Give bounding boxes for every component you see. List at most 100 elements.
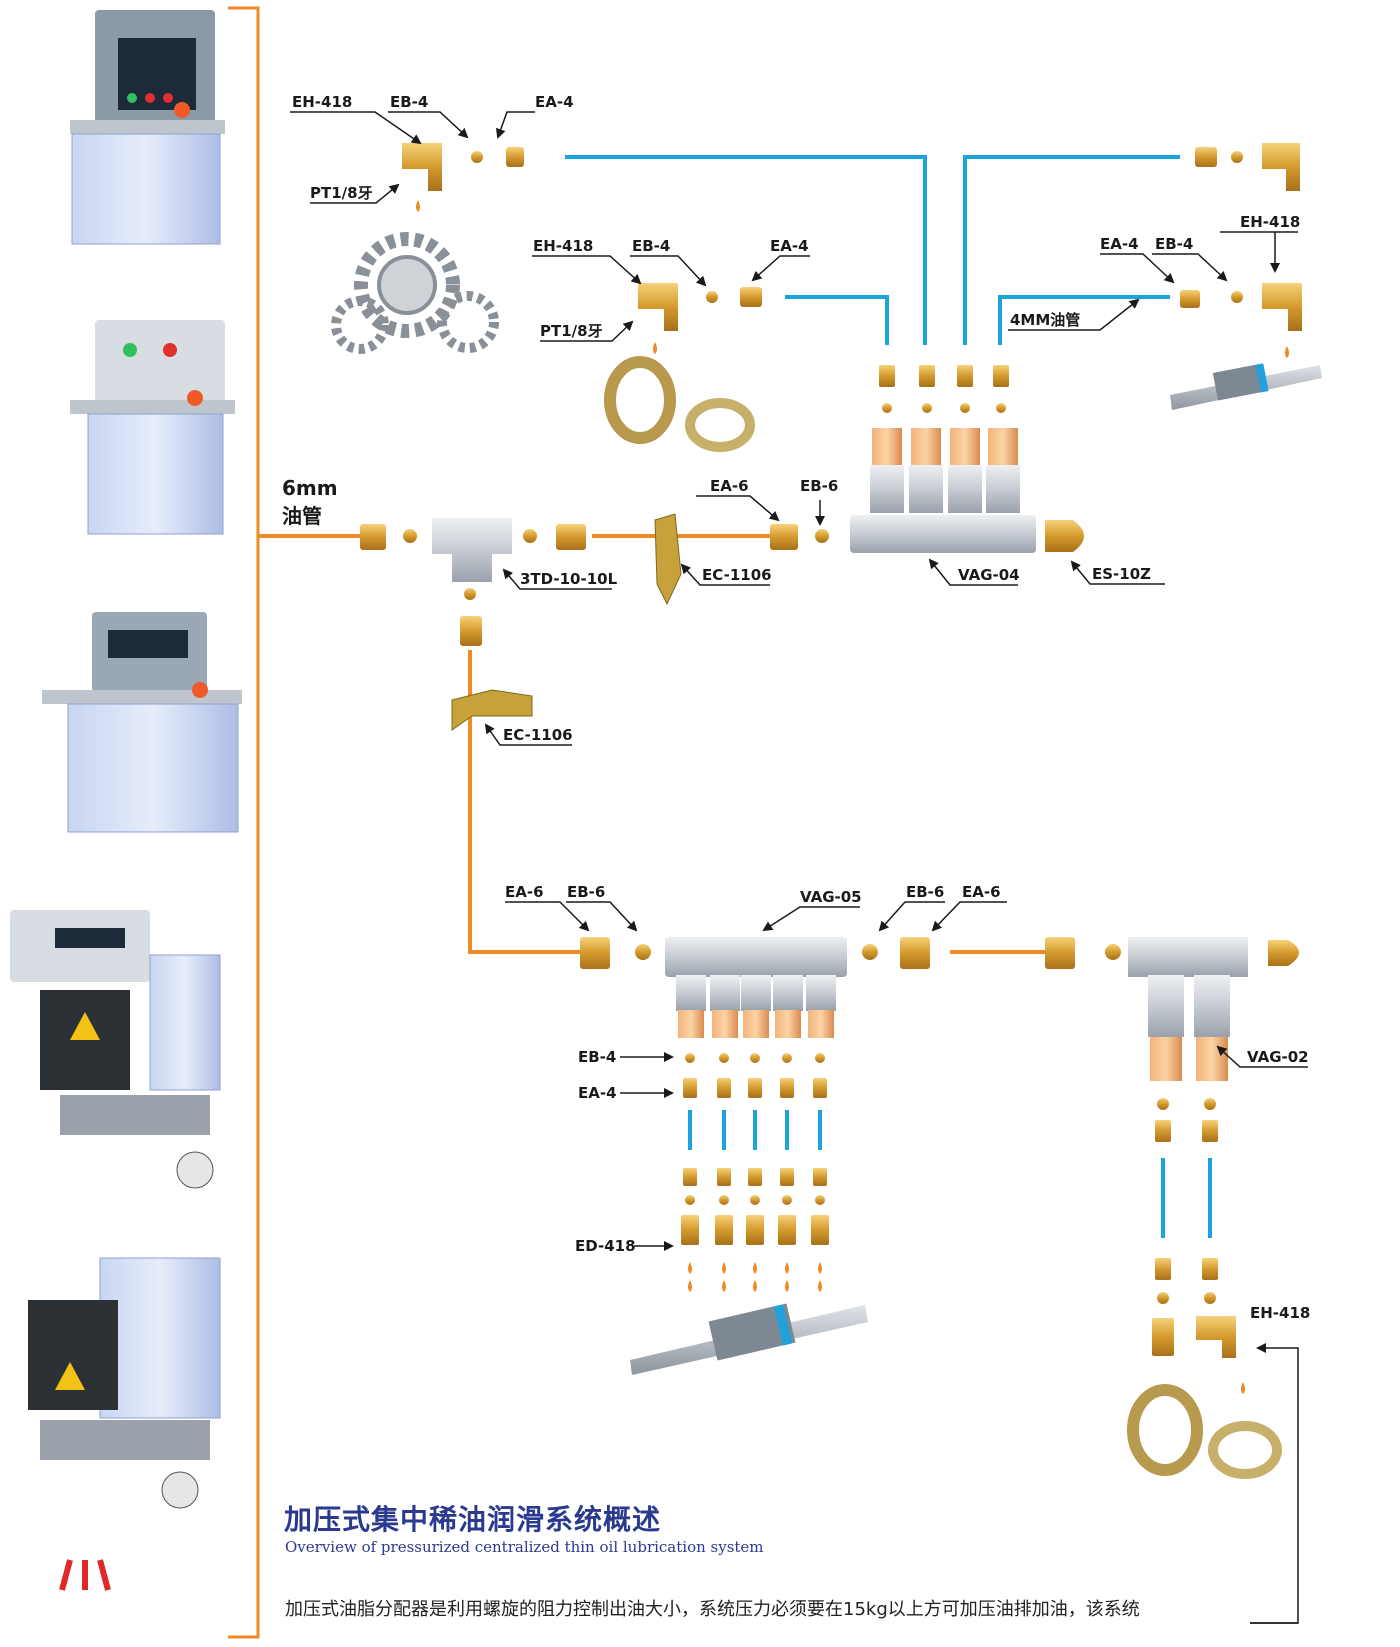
sleeve-tee-out bbox=[523, 529, 537, 543]
orange-line-down bbox=[468, 650, 580, 954]
label-ea4-low: EA-4 bbox=[578, 1084, 617, 1102]
nut-ea6-right bbox=[900, 937, 930, 969]
label-eh418-mid: EH-418 bbox=[533, 237, 593, 255]
fitting-group-right bbox=[1170, 143, 1322, 410]
sleeve-vag02-inlet bbox=[1105, 944, 1121, 960]
pump-unit-2 bbox=[70, 320, 235, 535]
pump-unit-3 bbox=[42, 612, 242, 833]
tee-3td-10-10l bbox=[432, 518, 512, 582]
clamp-ec1106-bottom bbox=[451, 689, 533, 731]
sleeve-eb4-right bbox=[1231, 291, 1243, 303]
vag04-top-fittings bbox=[879, 365, 1009, 413]
label-es10z: ES-10Z bbox=[1092, 565, 1151, 583]
sleeve-tee-down bbox=[464, 588, 476, 600]
sleeve-eb4 bbox=[471, 151, 483, 163]
main-line-fittings bbox=[360, 513, 829, 731]
nut-6mm-inlet bbox=[360, 524, 386, 550]
label-ed418: ED-418 bbox=[575, 1237, 636, 1255]
end-plug-es10z bbox=[1045, 520, 1084, 552]
label-eh418-right: EH-418 bbox=[1240, 213, 1300, 231]
nut-ea4 bbox=[506, 147, 524, 167]
label-6mm: 6mm bbox=[282, 476, 338, 500]
bearing-image-low bbox=[1127, 1384, 1282, 1479]
clamp-ec1106-top bbox=[654, 513, 682, 606]
label-3td-10-10l: 3TD-10-10L bbox=[520, 570, 618, 588]
linear-rail-image-top bbox=[1170, 363, 1322, 410]
label-4mm-tube: 4MM油管 bbox=[1010, 311, 1080, 329]
label-pt18-mid: PT1/8牙 bbox=[540, 322, 603, 340]
label-eb6-right: EB-6 bbox=[906, 883, 944, 901]
pump-unit-4 bbox=[10, 910, 221, 1189]
vag05-outlet-fittings bbox=[681, 1053, 829, 1292]
oil-drop-right bbox=[1285, 346, 1289, 358]
blue-line-mid-left bbox=[785, 295, 889, 345]
nut-vag02-inlet bbox=[1045, 937, 1075, 969]
label-ec1106-bottom: EC-1106 bbox=[503, 726, 573, 744]
label-oil-tube: 油管 bbox=[282, 504, 322, 528]
oil-drop bbox=[416, 200, 420, 212]
label-ea6-top: EA-6 bbox=[710, 477, 749, 495]
label-ea6-right: EA-6 bbox=[962, 883, 1001, 901]
part-labels: EH-418 EB-4 EA-4 PT1/8牙 EH-418 EB-4 EA-4… bbox=[282, 93, 1310, 1322]
label-vag02: VAG-02 bbox=[1247, 1048, 1309, 1066]
blue-line-top-right bbox=[963, 155, 1180, 345]
label-eb4-low: EB-4 bbox=[578, 1048, 616, 1066]
pump-column bbox=[10, 10, 242, 1591]
nut-ea6-left bbox=[580, 937, 610, 969]
label-eb4-top: EB-4 bbox=[390, 93, 428, 111]
sleeve-eb6-right bbox=[862, 944, 878, 960]
sleeve-eb4-mid bbox=[706, 291, 718, 303]
elbow-fitting-eh418-mid bbox=[638, 283, 678, 331]
fitting-group-mid-left bbox=[604, 283, 762, 452]
elbow-fitting-eh418 bbox=[402, 143, 442, 191]
blue-lines-vag05 bbox=[688, 1110, 822, 1150]
nut-ea4-top-right bbox=[1195, 147, 1217, 167]
nut-ea4-mid bbox=[740, 287, 762, 307]
label-ec1106-top: EC-1106 bbox=[702, 566, 772, 584]
nut-ea4-right bbox=[1180, 290, 1200, 308]
blue-line-top-left bbox=[565, 155, 927, 345]
fitting-group-top-left bbox=[331, 143, 524, 354]
distributor-vag04 bbox=[850, 365, 1036, 553]
blue-line-mid-right bbox=[998, 295, 1170, 345]
label-eb6-left: EB-6 bbox=[567, 883, 605, 901]
sleeve-eb6-top bbox=[815, 529, 829, 543]
label-ea4-top: EA-4 bbox=[535, 93, 574, 111]
elbow-fitting-top-right bbox=[1262, 143, 1300, 191]
label-eb6-top: EB-6 bbox=[800, 477, 838, 495]
vag05-valves bbox=[676, 975, 836, 1038]
sleeve-eb4-top-right bbox=[1231, 151, 1243, 163]
pump-bracket-line bbox=[228, 6, 260, 1639]
sleeve-inlet bbox=[403, 529, 417, 543]
label-pt18-top: PT1/8牙 bbox=[310, 184, 373, 202]
pump-unit-5 bbox=[28, 1257, 221, 1591]
label-eh418-top: EH-418 bbox=[292, 93, 352, 111]
label-ea6-left: EA-6 bbox=[505, 883, 544, 901]
section-subtitle: Overview of pressurized centralized thin… bbox=[285, 1538, 764, 1556]
distributor-vag02 bbox=[1045, 937, 1299, 1479]
label-eb4-mid: EB-4 bbox=[632, 237, 670, 255]
end-plug-vag02 bbox=[1268, 940, 1299, 966]
nut-tee-down bbox=[460, 616, 482, 646]
leader-lines bbox=[290, 111, 1308, 1624]
bearing-image bbox=[604, 356, 755, 452]
nut-tee-out bbox=[556, 524, 586, 550]
oil-lines bbox=[258, 155, 1212, 1238]
section-body-text: 加压式油脂分配器是利用螺旋的阻力控制出油大小，系统压力必须要在15kg以上方可加… bbox=[285, 1599, 1140, 1620]
vag02-outlet-fittings bbox=[1152, 1098, 1245, 1394]
sleeve-eb6-left bbox=[635, 944, 651, 960]
pump-unit-1 bbox=[70, 10, 225, 245]
label-vag05: VAG-05 bbox=[800, 888, 862, 906]
nut-ea6-top bbox=[770, 524, 798, 550]
linear-rail-image-bottom bbox=[630, 1303, 868, 1375]
section-title: 加压式集中稀油润滑系统概述 bbox=[284, 1503, 662, 1536]
label-ea4-mid: EA-4 bbox=[770, 237, 809, 255]
elbow-fitting-eh418-low bbox=[1196, 1316, 1236, 1358]
gear-assembly-image bbox=[331, 232, 499, 354]
oil-drop-mid bbox=[653, 342, 657, 354]
label-ea4-right: EA-4 bbox=[1100, 235, 1139, 253]
label-vag04: VAG-04 bbox=[958, 566, 1020, 584]
label-eb4-right: EB-4 bbox=[1155, 235, 1193, 253]
distributor-vag05 bbox=[580, 937, 930, 1375]
